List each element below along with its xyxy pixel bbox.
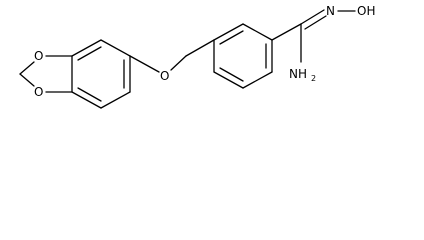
atom-label-hydroxyl: OH — [357, 4, 375, 18]
atom-label-amine: NH — [289, 67, 307, 81]
bond — [71, 91, 102, 109]
benzodioxole-benzene-ring — [71, 39, 131, 109]
bond — [271, 23, 302, 41]
bond — [129, 55, 160, 73]
bond — [242, 71, 273, 89]
double-bond — [304, 15, 327, 30]
bond — [100, 39, 131, 57]
bond — [185, 39, 215, 57]
molecule-drawing: O O O N OH — [19, 4, 375, 109]
double-bond-inner — [219, 30, 244, 45]
double-bond-inner — [219, 67, 244, 82]
double-bond — [300, 9, 325, 25]
bond — [19, 73, 35, 87]
bond — [100, 91, 131, 109]
bond — [213, 71, 244, 89]
atom-label-ether-o: O — [160, 69, 169, 83]
bond — [19, 61, 35, 75]
double-bond-inner — [77, 46, 102, 61]
bond — [242, 23, 273, 41]
bond — [213, 23, 244, 41]
ether-linkage — [129, 39, 215, 73]
atom-label-oxime-n: N — [326, 4, 335, 18]
chemical-structure-diagram: O O O N OH — [19, 4, 375, 109]
double-bond-inner — [77, 87, 102, 102]
atom-label-amine-subscript: 2 — [311, 74, 316, 83]
atom-label-ring-o-bottom: O — [34, 85, 43, 99]
dioxole-ring — [19, 55, 73, 93]
amidoxime-group — [271, 9, 356, 63]
bond — [71, 39, 102, 57]
atom-label-ring-o-top: O — [34, 49, 43, 63]
phenyl-ring — [213, 23, 273, 89]
bond — [170, 55, 187, 71]
